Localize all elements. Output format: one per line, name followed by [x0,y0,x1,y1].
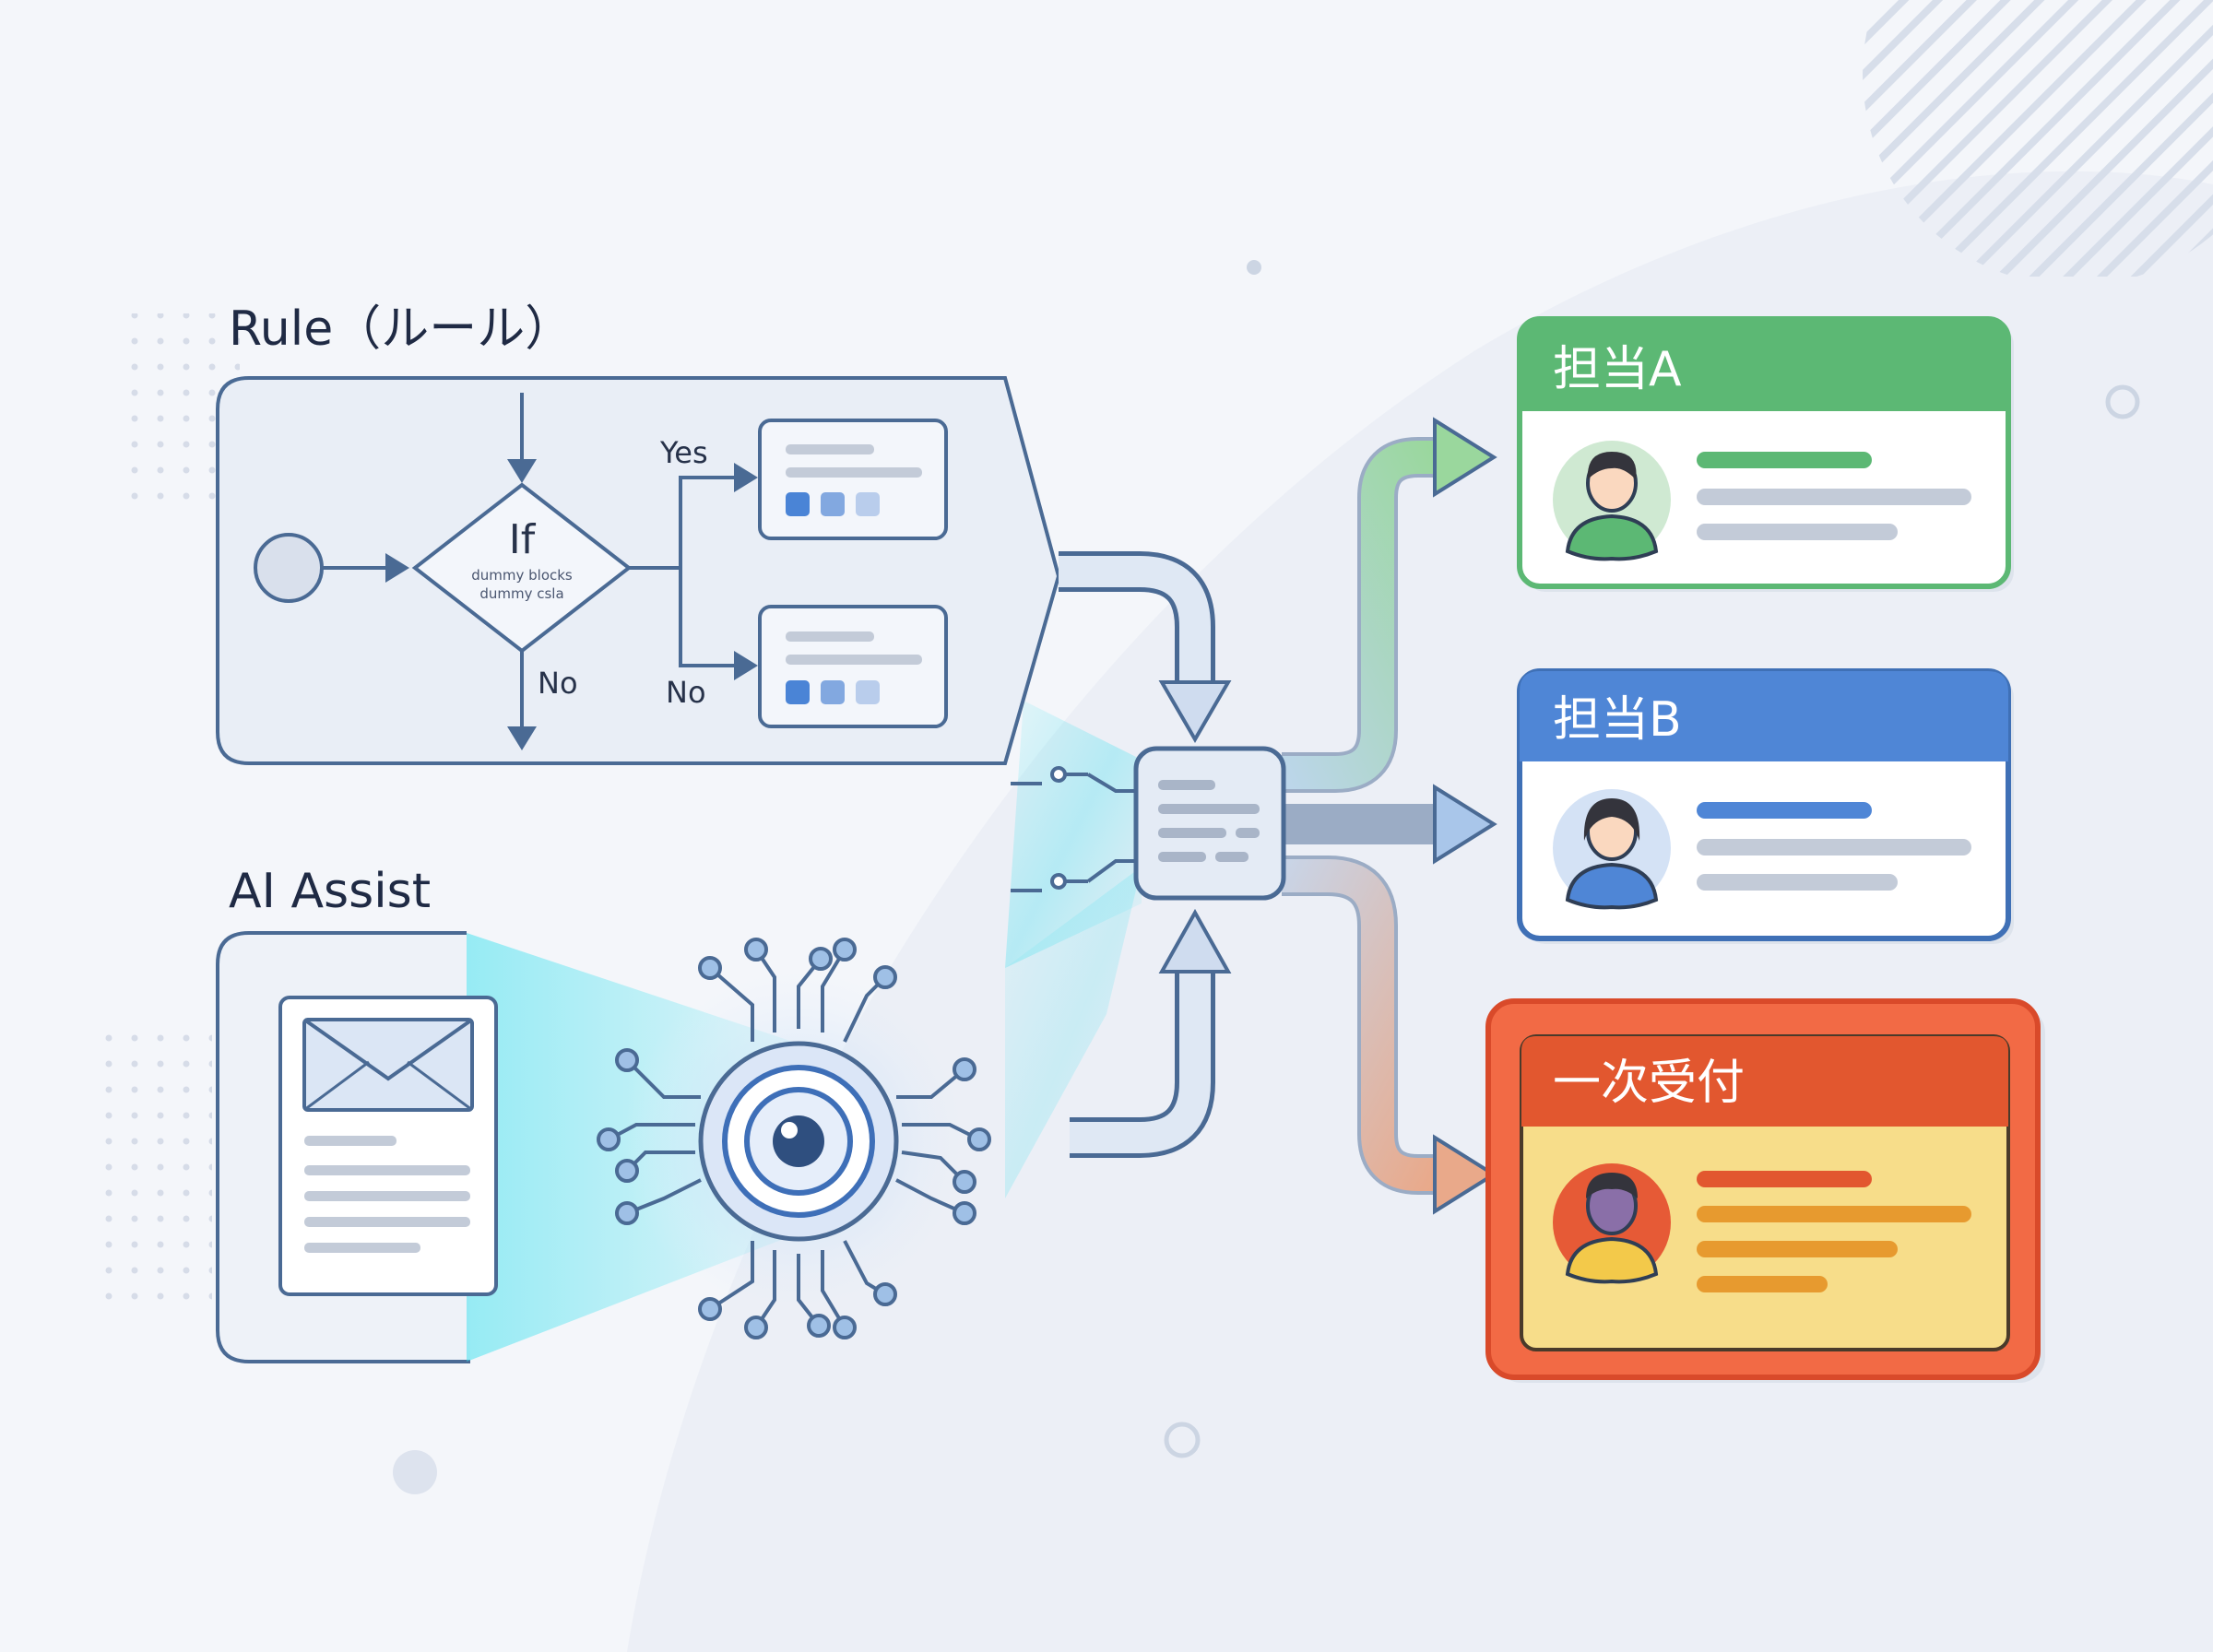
yes-label: Yes [659,435,708,470]
deco-dot [1247,260,1261,275]
result-box-no [758,605,948,728]
ai-section: AI Assist [216,864,991,1363]
no-label-down: No [538,666,578,701]
rule-section: Rule（ルール） If dummy blocks dummy csla No … [216,301,1061,765]
decision-label: If [509,516,537,563]
card-b-title: 担当B [1553,692,1682,748]
router-hub [1133,746,1286,901]
start-node [254,533,324,603]
arrow-head [734,463,758,492]
card-intake-title: 一次受付 [1553,1056,1745,1111]
avatar-icon [1553,441,1671,561]
flow-arrow-yes [629,476,736,570]
card-intake: 一次受付 [1485,998,2045,1383]
arrow-head-down [1158,680,1232,743]
arrow-head-blue [1433,784,1497,865]
deco-dot [393,1450,437,1494]
arrow-head-orange [1433,1134,1497,1215]
arrow-head [385,553,409,583]
arrow-head [507,726,537,750]
card-b: 担当B [1517,668,2014,944]
ai-eye-chip-icon [597,938,991,1339]
arrow-head-up [1158,908,1232,974]
ai-title: AI Assist [229,864,431,919]
rule-title: Rule（ルール） [229,301,573,357]
deco-ring [1164,1422,1201,1458]
result-box-yes [758,419,948,540]
email-document [278,996,498,1296]
avatar-icon [1553,1163,1671,1284]
route-to-intake [1282,859,1438,1191]
avatar-icon [1553,789,1671,910]
arrow-head [734,651,758,680]
flow-arrow-no [679,568,736,667]
ai-beam-lower [1005,867,1142,1198]
merge-flow [1011,417,1497,1215]
decision-subtext: dummy csla [479,585,563,602]
arrow-head-green [1433,417,1497,498]
card-a-title: 担当A [1553,342,1682,397]
dot-grid-bottom [92,1023,212,1300]
deco-ring [2105,384,2140,419]
decision-subtext: dummy blocks [471,567,573,584]
arrow-head [507,459,537,483]
envelope-icon [302,1018,474,1112]
card-a: 担当A [1517,316,2014,592]
route-to-a [1282,441,1438,789]
no-label-right: No [666,675,706,710]
